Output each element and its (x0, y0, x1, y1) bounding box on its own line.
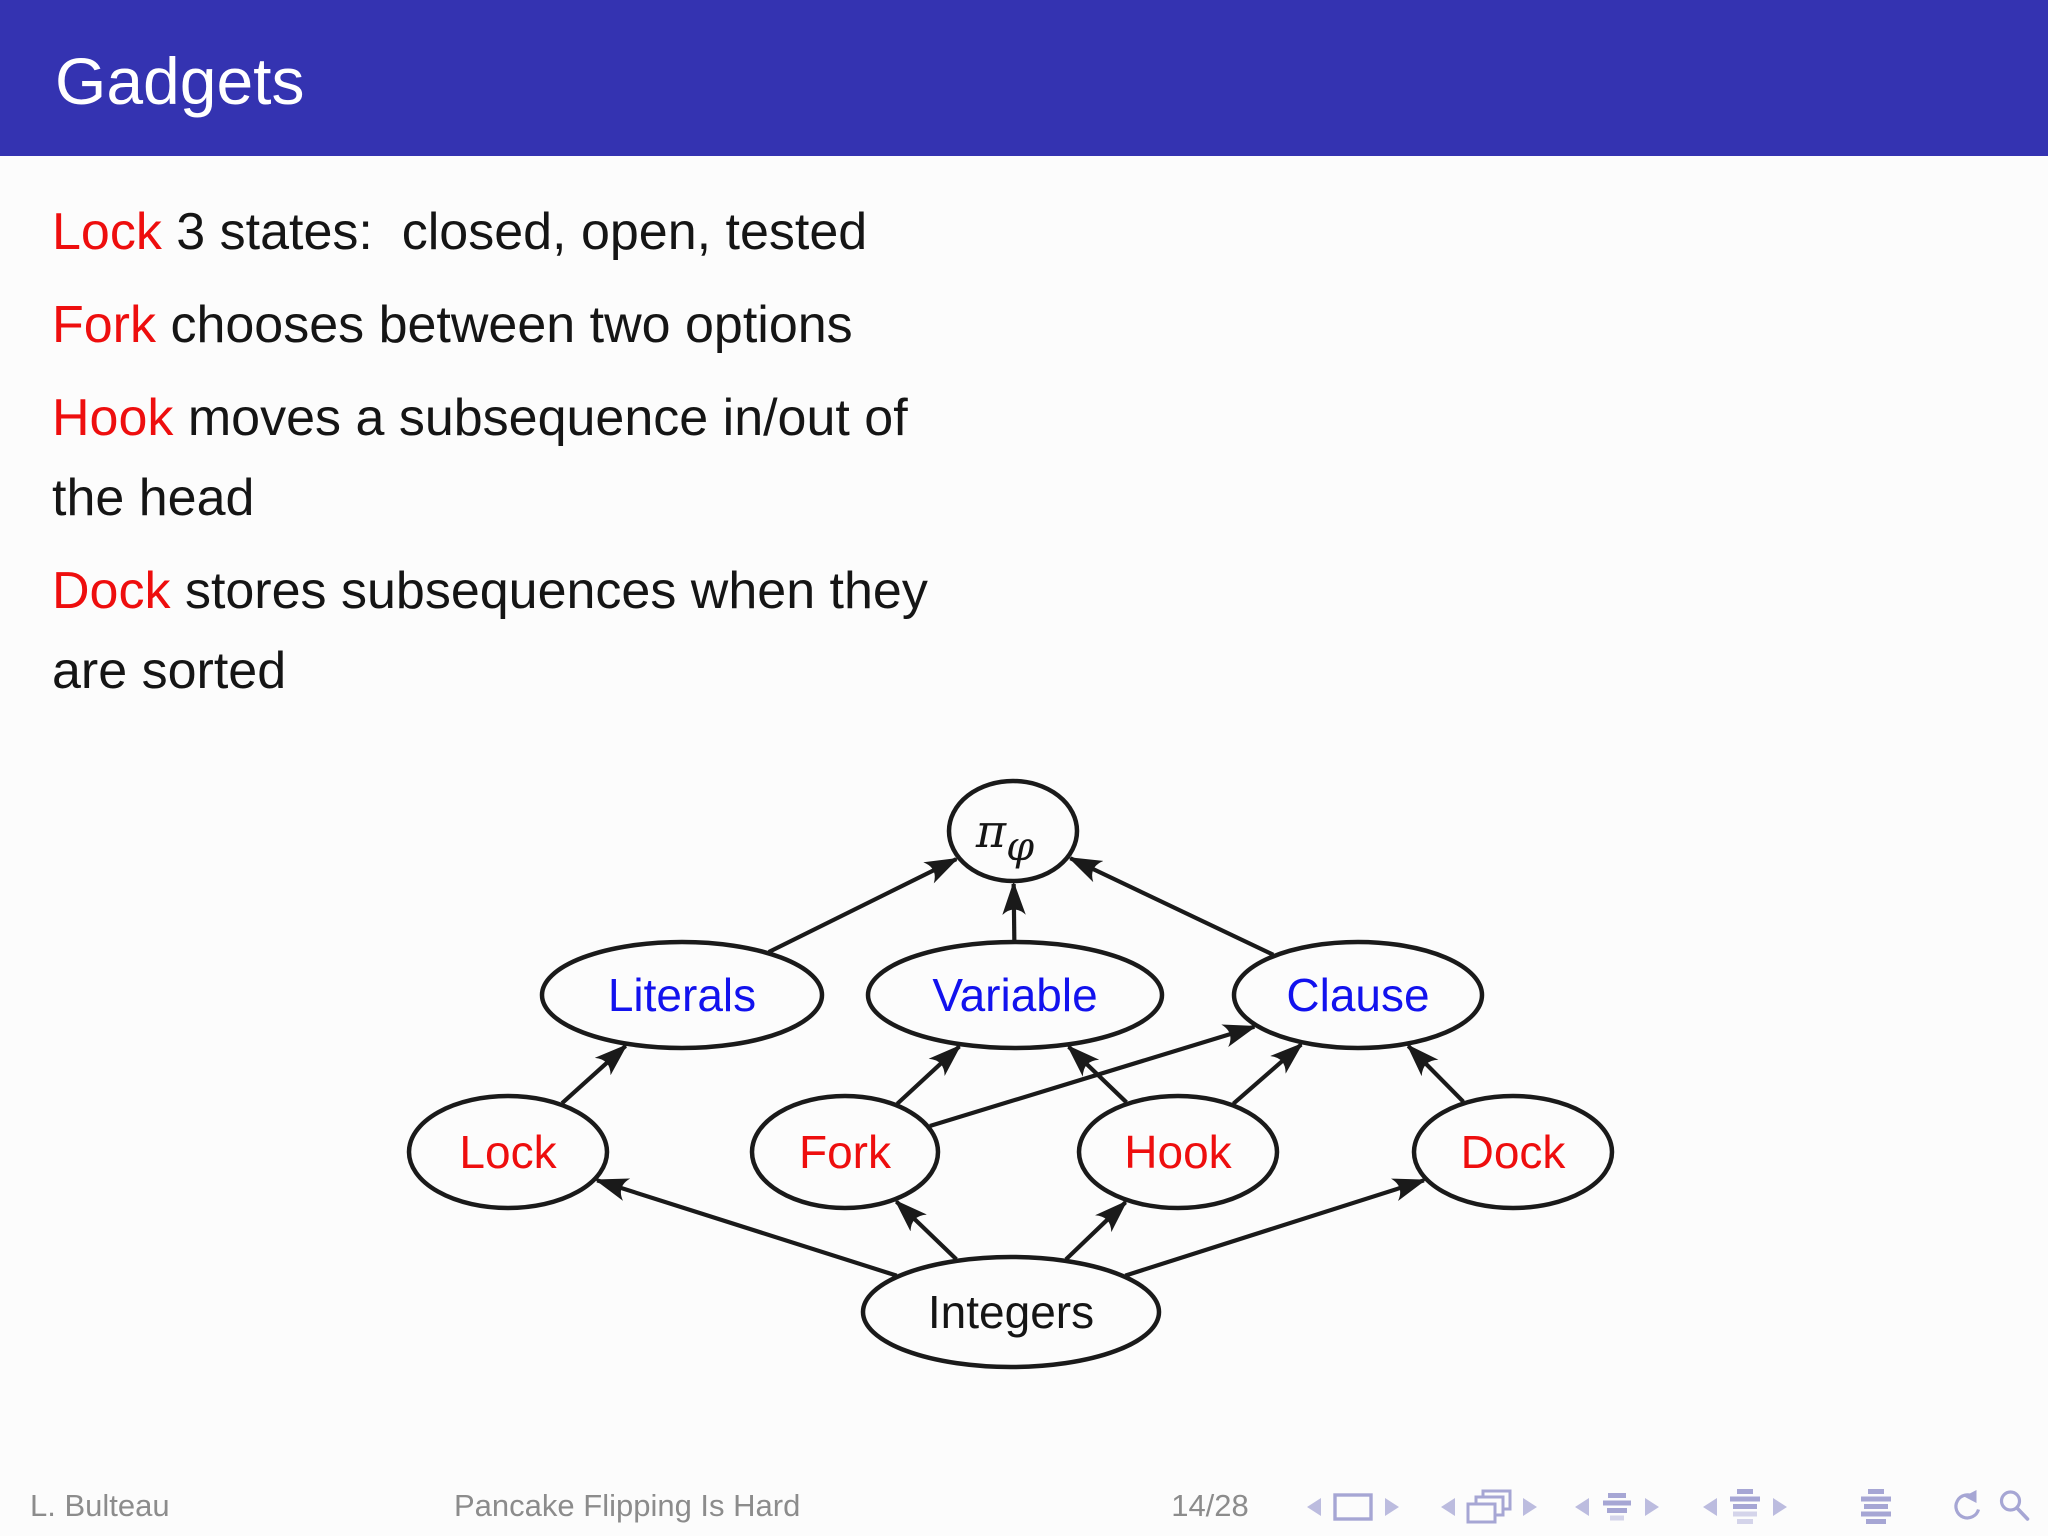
gadget-keyword: Lock (52, 203, 162, 261)
prev-slide-icon[interactable] (1307, 1498, 1321, 1516)
frame-icon[interactable] (1466, 1489, 1512, 1525)
node-ellipse (946, 778, 1080, 884)
nav-group (1859, 1489, 1893, 1525)
gadget-item-lock: Lock 3 states: closed, open, tested (52, 192, 1052, 272)
nav-group (1441, 1489, 1537, 1525)
footer: L. Bulteau Pancake Flipping Is Hard 14/2… (0, 1478, 2048, 1536)
slide-title: Gadgets (55, 44, 305, 118)
gadget-keyword: Dock (52, 562, 171, 620)
prev-frame-icon[interactable] (1441, 1498, 1455, 1516)
nav-group (1307, 1492, 1399, 1522)
node-fork: Fork (749, 1093, 941, 1211)
edge-dock-to-clause (1406, 1044, 1465, 1104)
edge-hook-to-variable (1066, 1044, 1128, 1104)
edge-integers-to-dock (1124, 1178, 1427, 1278)
gadget-text-line: the head (52, 469, 255, 527)
appendix-icon[interactable] (1859, 1489, 1893, 1525)
gadget-text-line: stores subsequences when they (184, 562, 928, 620)
node-label-text: Clause (1286, 969, 1429, 1021)
back-icon[interactable] (1947, 1488, 1985, 1526)
edge-lock-to-literals (560, 1044, 628, 1105)
node-pi_phi: πφ (946, 778, 1080, 884)
gadget-text-line: chooses between two options (170, 296, 853, 354)
slide-header: Gadgets (0, 0, 2048, 156)
node-ellipse (749, 1093, 941, 1211)
nav-group (1575, 1492, 1659, 1522)
edge-integers-to-hook (1064, 1200, 1128, 1261)
gadget-text-line: are sorted (52, 642, 287, 700)
node-ellipse (1231, 939, 1485, 1051)
node-sublabel-text: φ (1006, 824, 1034, 870)
node-variable: Variable (865, 939, 1165, 1051)
gadget-text-line: moves a subsequence in/out of (187, 389, 908, 447)
edge-literals-to-pi_phi (767, 857, 959, 954)
node-ellipse (1076, 1093, 1280, 1211)
gadget-item-dock: Dock stores subsequences when they are so… (52, 551, 1052, 711)
gadget-keyword: Fork (52, 296, 156, 354)
node-clause: Clause (1231, 939, 1485, 1051)
node-dock: Dock (1411, 1093, 1615, 1211)
edge-hook-to-clause (1231, 1042, 1304, 1106)
node-ellipse (865, 939, 1165, 1051)
svg-text:πφ: πφ (975, 804, 1034, 870)
node-label-text: π (975, 804, 1007, 858)
footer-talk-title: Pancake Flipping Is Hard (454, 1488, 801, 1523)
footer-author: L. Bulteau (30, 1488, 170, 1523)
gadget-item-hook: Hook moves a subsequence in/out of the he… (52, 378, 1052, 538)
node-lock: Lock (406, 1093, 610, 1211)
node-hook: Hook (1076, 1093, 1280, 1211)
nav-group (1947, 1488, 2048, 1526)
next-frame-icon[interactable] (1523, 1498, 1537, 1516)
gadget-text-line: 3 states: closed, open, tested (176, 203, 868, 261)
prev-section-icon[interactable] (1703, 1498, 1717, 1516)
gadget-keyword: Hook (52, 389, 174, 447)
node-label-text: Literals (608, 969, 756, 1021)
prev-subsection-icon[interactable] (1575, 1498, 1589, 1516)
gadget-item-fork: Fork chooses between two options (52, 285, 1052, 365)
next-subsection-icon[interactable] (1645, 1498, 1659, 1516)
node-ellipse (406, 1093, 610, 1211)
node-label-text: Variable (932, 969, 1097, 1021)
node-ellipse (1411, 1093, 1615, 1211)
node-label-text: Dock (1461, 1126, 1567, 1178)
edge-integers-to-lock (594, 1178, 898, 1278)
footer-page-indicator: 14/28 (1171, 1488, 1249, 1523)
edge-clause-to-pi_phi (1067, 856, 1275, 957)
node-label-text: Hook (1124, 1126, 1232, 1178)
beamer-nav-bar (1307, 1478, 2048, 1536)
nav-group (1703, 1489, 1787, 1525)
node-label-text: Fork (799, 1126, 892, 1178)
node-integers: Integers (860, 1254, 1162, 1370)
node-literals: Literals (539, 939, 825, 1051)
edge-fork-to-variable (895, 1044, 962, 1106)
find-icon[interactable] (1996, 1488, 2034, 1526)
edge-integers-to-fork (894, 1199, 958, 1261)
next-section-icon[interactable] (1773, 1498, 1787, 1516)
node-label-text: Lock (459, 1126, 557, 1178)
node-ellipse (860, 1254, 1162, 1370)
section-icon[interactable] (1728, 1489, 1762, 1525)
next-slide-icon[interactable] (1385, 1498, 1399, 1516)
node-ellipse (539, 939, 825, 1051)
slide-icon[interactable] (1332, 1492, 1374, 1522)
node-label-text: Integers (928, 1286, 1094, 1338)
edge-variable-to-pi_phi (1002, 881, 1026, 941)
subsection-icon[interactable] (1600, 1492, 1634, 1522)
